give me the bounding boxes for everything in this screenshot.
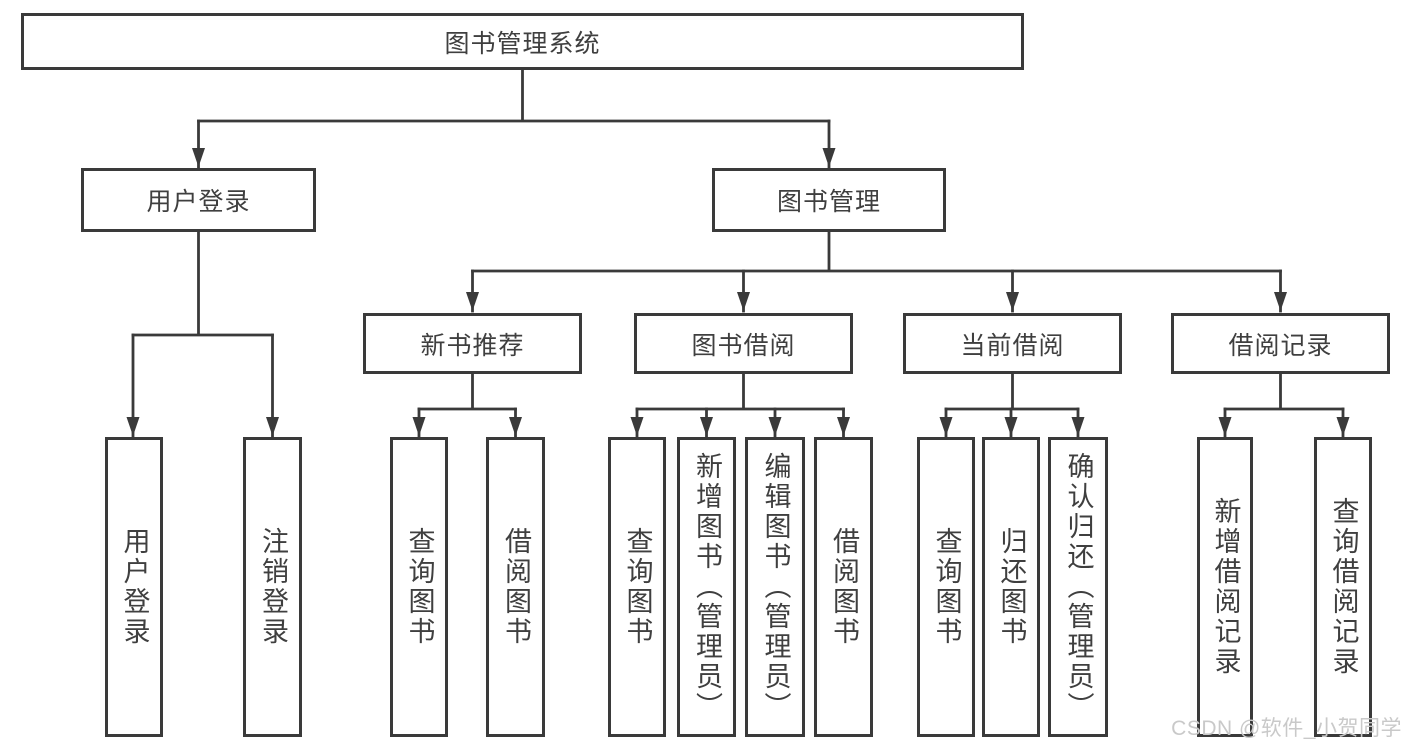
- leaf-label: 借阅图书: [829, 527, 859, 647]
- node-root-system: 图书管理系统: [21, 13, 1024, 70]
- leaf-query-books-recommend: 查询图书: [390, 437, 448, 737]
- node-user-login: 用户登录: [81, 168, 316, 232]
- leaf-label: 借阅图书: [501, 527, 531, 647]
- node-book-borrow: 图书借阅: [634, 313, 853, 374]
- leaf-add-book-admin: 新增图书（管理员）: [677, 437, 736, 737]
- leaf-label: 注销登录: [258, 527, 288, 647]
- leaf-confirm-return-admin: 确认归还（管理员）: [1048, 437, 1108, 737]
- leaf-label: 新增借阅记录: [1210, 497, 1241, 677]
- leaf-label: 查询图书: [622, 527, 653, 647]
- leaf-query-books-borrow: 查询图书: [608, 437, 666, 737]
- connector-book-management: [471, 230, 1282, 273]
- leaf-label: 编辑图书（管理员）: [760, 452, 791, 722]
- connector-book-borrow: [635, 372, 845, 411]
- csdn-watermark: CSDN @软件_小贺同学: [1171, 717, 1402, 740]
- leaf-label: 归还图书: [996, 527, 1027, 647]
- node-borrow-record: 借阅记录: [1171, 313, 1390, 374]
- connector-new-book-recommend: [417, 372, 517, 411]
- connector-borrow-record: [1223, 372, 1345, 411]
- connector-root: [197, 68, 831, 123]
- leaf-label: 新增图书（管理员）: [692, 452, 722, 722]
- node-current-borrow: 当前借阅: [903, 313, 1122, 374]
- leaf-edit-book-admin: 编辑图书（管理员）: [745, 437, 805, 737]
- node-book-management: 图书管理: [712, 168, 946, 232]
- leaf-return-book: 归还图书: [982, 437, 1040, 737]
- leaf-borrow-books-recommend: 借阅图书: [486, 437, 545, 737]
- leaf-query-books-current: 查询图书: [917, 437, 975, 737]
- leaf-user-login: 用户登录: [105, 437, 163, 737]
- leaf-label: 查询借阅记录: [1328, 497, 1359, 677]
- connector-current-borrow: [944, 372, 1080, 411]
- leaf-query-borrow-record: 查询借阅记录: [1314, 437, 1372, 737]
- leaf-borrow-books: 借阅图书: [814, 437, 873, 737]
- leaf-label: 查询图书: [404, 527, 435, 647]
- leaf-label: 用户登录: [119, 527, 150, 647]
- leaf-add-borrow-record: 新增借阅记录: [1197, 437, 1253, 737]
- leaf-label: 确认归还（管理员）: [1063, 452, 1094, 722]
- leaf-logout: 注销登录: [243, 437, 302, 737]
- connector-user-login: [131, 230, 274, 337]
- leaf-label: 查询图书: [931, 527, 962, 647]
- node-new-book-recommend: 新书推荐: [363, 313, 582, 374]
